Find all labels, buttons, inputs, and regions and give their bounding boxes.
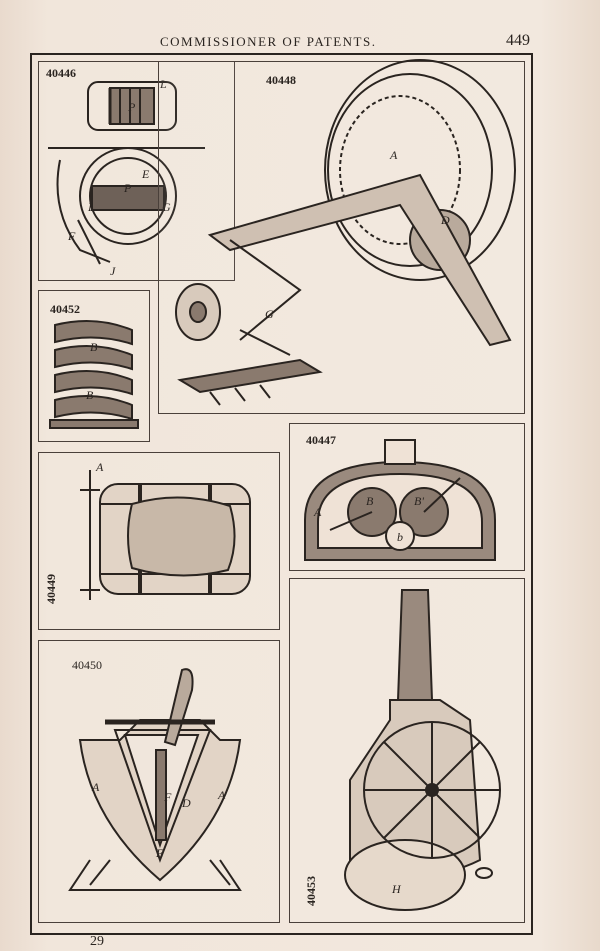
figure-40449-panel [38, 452, 280, 630]
figure-40446-letter-4: P [124, 181, 132, 195]
figure-40447-number: 40447 [306, 433, 336, 447]
figure-40447-letter-b-small: b [397, 530, 403, 544]
figure-40450-letter-f: F [164, 790, 172, 804]
figure-40453-number: 40453 [304, 876, 318, 906]
figure-40446-letter-5: L [88, 200, 95, 214]
figure-40448-panel [158, 61, 525, 414]
figure-40452-letter-1: B [90, 340, 98, 354]
figure-40450-letter-a-right: A [218, 788, 226, 802]
page-number: 449 [506, 32, 530, 49]
figure-40450-letter-e: E [156, 846, 164, 860]
figure-40453-letter-h: H [392, 882, 401, 896]
figure-40446-letter-8: J [110, 264, 116, 278]
figure-40450-number: 40450 [72, 658, 102, 672]
figure-40447-letter-b: B [366, 494, 374, 508]
figure-40446-letter-7: F [68, 229, 76, 243]
figure-40448-letter-g: G [265, 307, 274, 321]
page-header-title: COMMISSIONER OF PATENTS. [160, 34, 377, 49]
figure-40450-letter-d: D [182, 796, 191, 810]
figure-40452-letter-2: B [86, 388, 94, 402]
figure-40450-panel [38, 640, 280, 923]
figure-40449-letter-a: A [96, 460, 104, 474]
figure-40452-number: 40452 [50, 302, 80, 316]
figure-40449-number: 40449 [44, 574, 58, 604]
signature-mark: 29 [90, 934, 104, 949]
figure-40448-letter-a: A [390, 148, 398, 162]
figure-40448-letter-d: D [441, 213, 450, 227]
figure-40446-letter-3: E [142, 167, 150, 181]
figure-40446-letter-2: P [128, 100, 136, 114]
figure-40447-letter-a: A [314, 505, 322, 519]
figure-40447-letter-b-prime: B' [414, 494, 424, 508]
figure-40453-panel [289, 578, 525, 923]
figure-40446-letter-6: G [162, 200, 171, 214]
figure-40446-number: 40446 [46, 66, 76, 80]
figure-40450-letter-a-left: A [92, 780, 100, 794]
figure-40446-letter-1: L [160, 77, 167, 91]
page-frame [30, 53, 533, 935]
figure-40448-number: 40448 [266, 73, 296, 87]
